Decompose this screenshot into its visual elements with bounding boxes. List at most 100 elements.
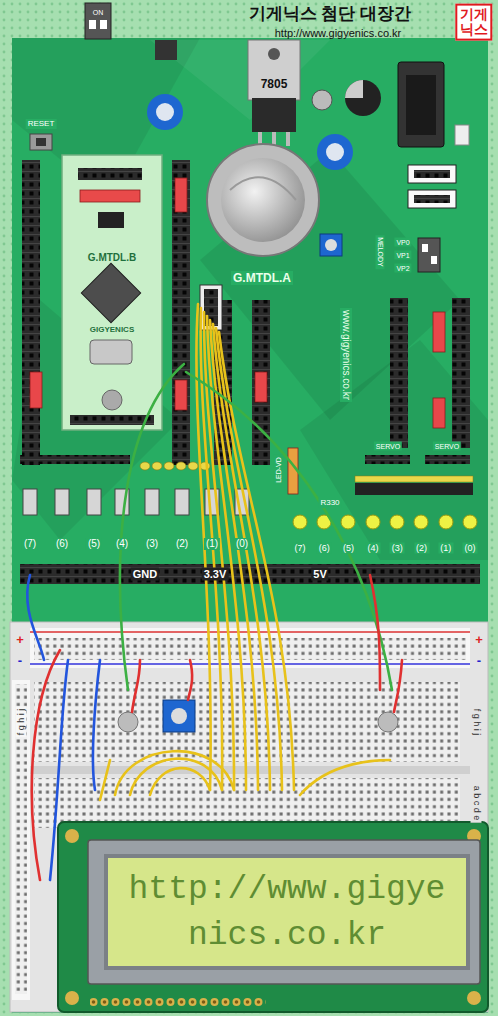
switches xyxy=(36,138,46,146)
power-pin-label: 5V xyxy=(311,568,328,581)
watermark-url: http://www.gigyenics.co.kr xyxy=(275,28,402,39)
row-letters: a b c d e xyxy=(471,784,482,823)
wires xyxy=(216,328,282,790)
switches xyxy=(30,3,456,272)
push-buttons xyxy=(55,489,69,515)
leds xyxy=(293,476,477,529)
wires xyxy=(115,751,234,795)
leds xyxy=(341,515,355,529)
header-strips xyxy=(252,300,270,465)
module-board-text: G.MTDL.B xyxy=(88,253,136,263)
wires xyxy=(130,759,222,795)
module-b xyxy=(102,390,122,410)
wires xyxy=(32,650,60,880)
capacitors xyxy=(140,462,150,470)
jumpers xyxy=(175,380,187,410)
switches xyxy=(325,239,337,251)
leds xyxy=(439,515,453,529)
leds xyxy=(390,515,404,529)
voltage-regulator xyxy=(268,48,280,60)
wires xyxy=(210,320,258,790)
switches xyxy=(414,195,450,203)
button-label: RESET xyxy=(26,119,57,129)
push-buttons xyxy=(87,489,101,515)
switches xyxy=(100,20,107,29)
header-strips xyxy=(452,298,470,448)
row-letters: f g h i j xyxy=(16,707,27,738)
wires xyxy=(27,304,402,880)
leds xyxy=(366,515,380,529)
header-strips xyxy=(390,298,408,448)
breadboard xyxy=(12,680,30,1000)
voltage-regulator xyxy=(286,132,290,146)
module-b xyxy=(62,155,162,430)
breadboard xyxy=(378,712,398,732)
speaker xyxy=(221,158,305,242)
capacitors xyxy=(152,462,162,470)
switch-label: VP0 xyxy=(394,238,411,247)
main-board xyxy=(12,38,488,1013)
capacitors xyxy=(156,103,174,121)
power-pin-label: GND xyxy=(131,568,159,581)
wires xyxy=(93,660,100,790)
voltage-regulator xyxy=(248,40,300,146)
board-name: G.MTDL.A xyxy=(231,271,293,285)
wires xyxy=(394,660,402,712)
breadboard xyxy=(34,682,460,762)
capacitors xyxy=(345,80,381,116)
wires xyxy=(213,324,270,790)
switches xyxy=(422,244,428,252)
led-number: (3) xyxy=(390,543,405,554)
regulator-chip-text: 7805 xyxy=(261,78,288,90)
wires xyxy=(219,332,294,790)
led-number: (4) xyxy=(365,543,380,554)
breadboard xyxy=(163,700,195,732)
speaker xyxy=(230,177,296,200)
switches xyxy=(408,165,456,183)
wires xyxy=(100,304,390,800)
speaker xyxy=(207,144,319,256)
header-strips xyxy=(365,455,410,464)
breadboard xyxy=(10,622,488,1012)
button-number: (2) xyxy=(174,538,190,550)
lcd-module xyxy=(90,996,266,1008)
button-number: (1) xyxy=(204,538,220,550)
led-number: (7) xyxy=(293,543,308,554)
dc-jack xyxy=(455,125,469,145)
capacitors xyxy=(326,143,344,161)
lcd-module xyxy=(104,854,470,970)
capacitors xyxy=(200,462,210,470)
watermark-title: 기게닉스 첨단 대장간 xyxy=(249,5,411,22)
resistor-label: R330 xyxy=(318,498,341,508)
lcd-module xyxy=(58,822,488,1012)
dc-jack xyxy=(406,75,436,135)
lcd-module xyxy=(58,822,488,1012)
button-number: (3) xyxy=(144,538,160,550)
module-b xyxy=(78,168,142,180)
led-number: (6) xyxy=(317,543,332,554)
jumpers xyxy=(175,178,187,212)
button-number: (7) xyxy=(22,538,38,550)
voltage-regulator xyxy=(248,40,300,100)
push-buttons xyxy=(145,489,159,515)
wires xyxy=(188,660,192,700)
wires xyxy=(150,768,210,795)
leds xyxy=(355,476,473,482)
rail-sign: + xyxy=(473,632,485,647)
dc-jack xyxy=(398,62,444,147)
lcd-screen-text: nics.co.kr xyxy=(188,919,386,952)
module-board: G.MTDL.BGIGYENICS xyxy=(62,155,162,430)
header-strips xyxy=(20,455,130,464)
button-number: (0) xyxy=(234,538,250,550)
switches xyxy=(414,170,450,178)
regulator-chip: 7805 xyxy=(250,74,298,94)
header-strips xyxy=(425,455,470,464)
breadboard xyxy=(118,712,138,732)
wires xyxy=(100,760,110,800)
main-board xyxy=(12,38,488,1013)
capacitors xyxy=(345,80,363,98)
switches xyxy=(418,238,440,272)
push-buttons xyxy=(23,489,37,515)
